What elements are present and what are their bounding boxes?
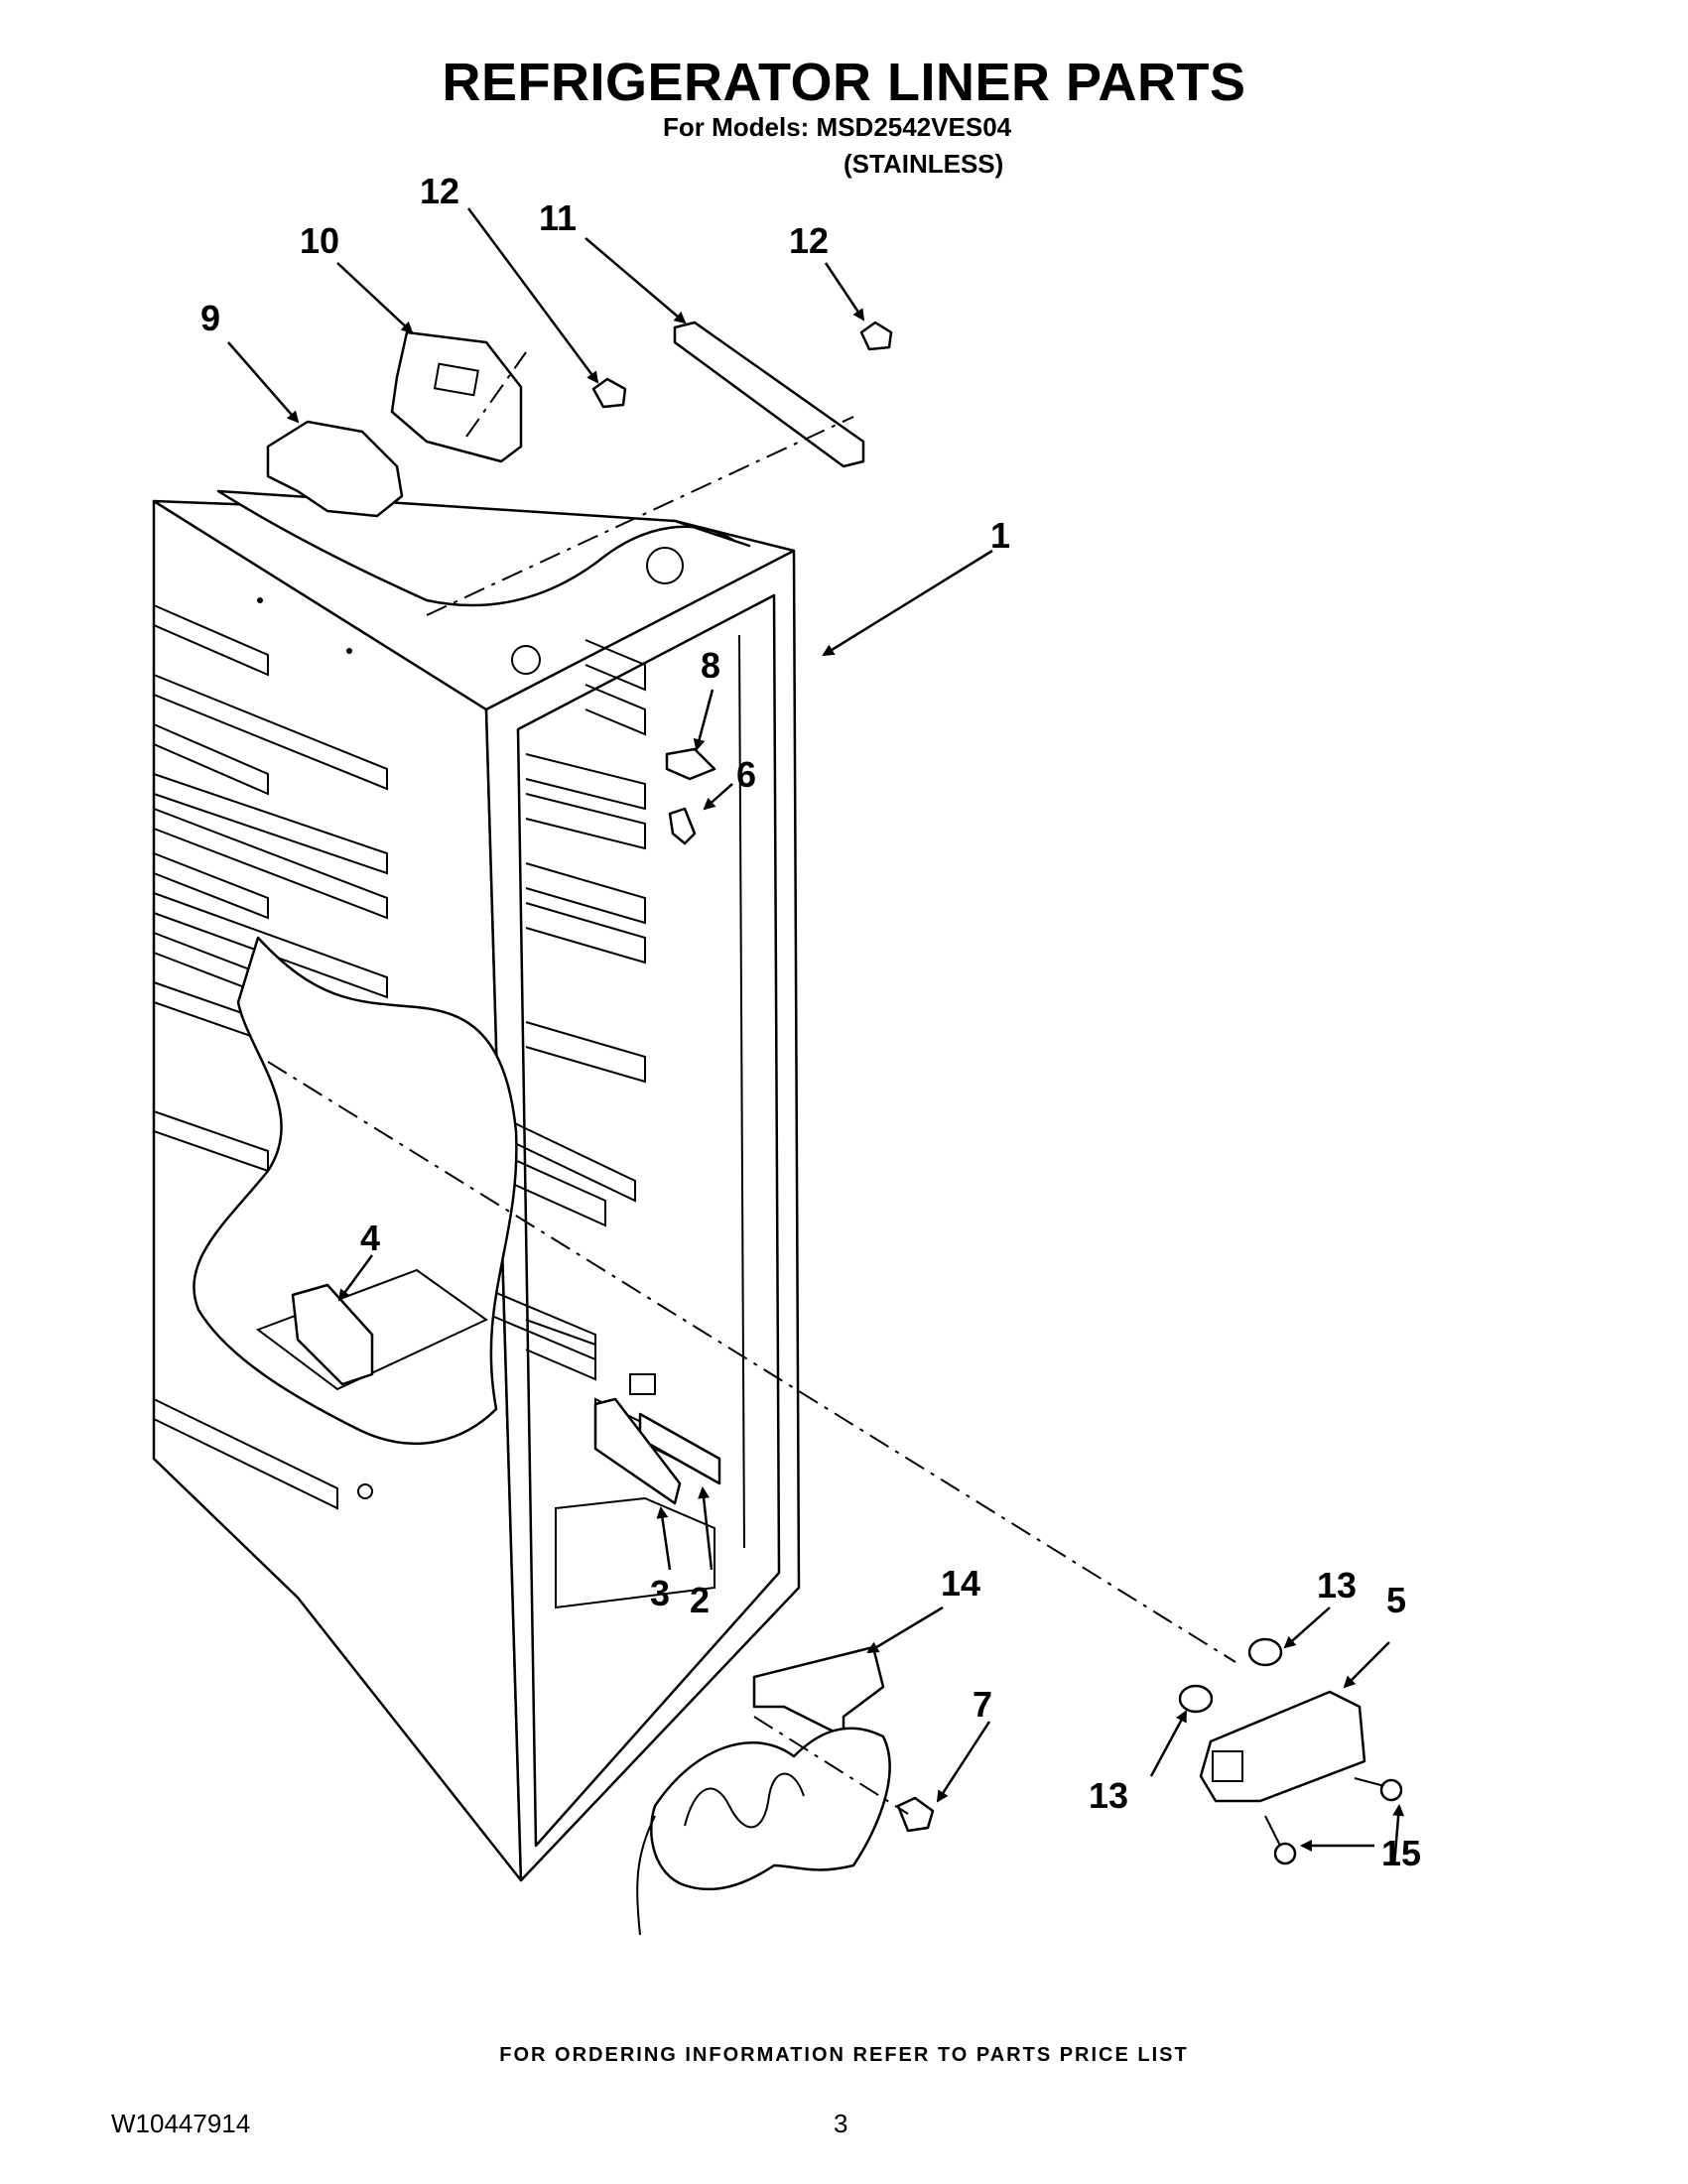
callout-2: 2: [690, 1580, 710, 1620]
part-6-screw: [668, 807, 697, 845]
callout-13-top: 13: [1317, 1565, 1357, 1606]
callout-9: 9: [200, 298, 220, 338]
part-8-clip: [665, 747, 716, 781]
part-5-housing: [1199, 1690, 1366, 1803]
callout-11: 11: [539, 197, 577, 238]
assembly-line-center: [267, 1061, 1236, 1663]
callout-4: 4: [360, 1218, 380, 1258]
page-title: REFRIGERATOR LINER PARTS: [442, 53, 1246, 112]
callout-12-left: 12: [420, 171, 459, 211]
part-7-screw: [896, 1796, 935, 1833]
assembly-line-bracket: [465, 351, 527, 438]
part-3-bracket: [593, 1397, 682, 1505]
liner-cabinet: [152, 489, 801, 1882]
assembly-line-top: [426, 416, 854, 616]
callout-14: 14: [941, 1563, 980, 1604]
callout-6: 6: [736, 754, 756, 795]
document-number: W10447914: [111, 2109, 251, 2138]
callout-10: 10: [300, 220, 339, 261]
callout-15: 15: [1381, 1833, 1421, 1873]
part-9-control-housing: [266, 420, 404, 518]
part-12-screw-a: [591, 377, 627, 409]
callout-12-right: 12: [789, 220, 829, 261]
part-14-evaporator: [636, 1645, 891, 1936]
part-11-rail: [673, 321, 865, 468]
part-13-grommet-a: [1247, 1637, 1283, 1667]
part-15-fastener-a: [1354, 1777, 1403, 1802]
callout-8: 8: [701, 645, 720, 686]
part-15-fastener-b: [1264, 1815, 1297, 1865]
part-10-bracket: [390, 330, 523, 463]
callout-13-bottom: 13: [1089, 1775, 1128, 1816]
part-4-vent: [291, 1283, 374, 1386]
callout-3: 3: [650, 1573, 670, 1613]
finish-line: (STAINLESS): [844, 149, 1004, 179]
page-number: 3: [834, 2109, 848, 2138]
callout-5: 5: [1386, 1580, 1406, 1620]
callout-1: 1: [990, 515, 1010, 556]
part-12-screw-b: [859, 321, 893, 351]
assembly-line-evap: [753, 1716, 909, 1815]
models-line: For Models: MSD2542VES04: [663, 112, 1012, 142]
part-13-grommet-b: [1178, 1684, 1214, 1714]
callout-7: 7: [973, 1684, 992, 1725]
ordering-note: FOR ORDERING INFORMATION REFER TO PARTS …: [499, 2044, 1189, 2066]
